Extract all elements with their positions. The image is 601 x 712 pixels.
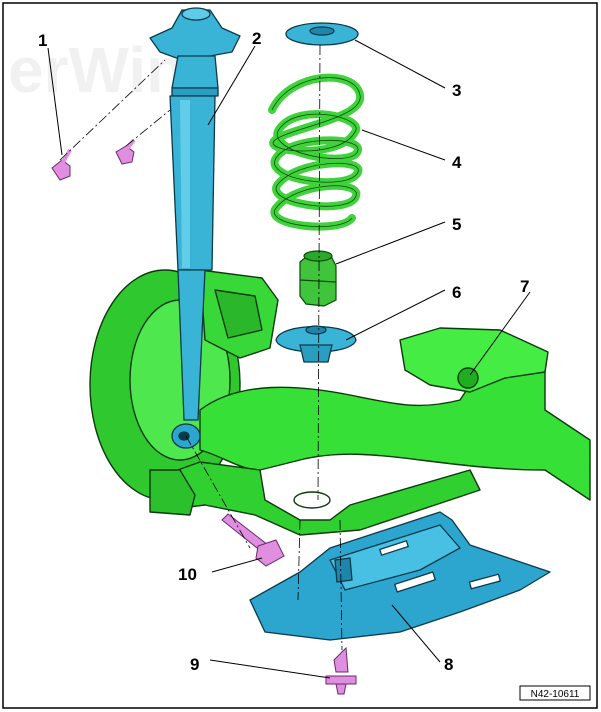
bolt-upper-left bbox=[51, 149, 72, 181]
shock-top-mount bbox=[149, 9, 241, 61]
callout-8: 8 bbox=[444, 655, 453, 674]
bump-stop bbox=[299, 250, 337, 307]
callout-10: 10 bbox=[178, 565, 197, 584]
leader-lines bbox=[47, 39, 531, 679]
underbody-panel bbox=[249, 511, 551, 641]
callout-6: 6 bbox=[452, 283, 461, 302]
callout-5: 5 bbox=[452, 215, 461, 234]
reference-code: N42-10611 bbox=[531, 689, 580, 700]
shock-lower-bracket bbox=[149, 469, 196, 516]
reference-code-box: N42-10611 bbox=[519, 685, 591, 701]
shock-body bbox=[169, 95, 216, 271]
callout-4: 4 bbox=[452, 153, 462, 172]
rear-axle-beam bbox=[89, 269, 591, 536]
bolt-upper-second bbox=[115, 138, 136, 165]
lower-spring-seat bbox=[275, 325, 357, 363]
panel-clip bbox=[325, 646, 357, 695]
coil-spring bbox=[268, 73, 364, 231]
shock-absorber bbox=[149, 7, 241, 449]
upper-spring-seat bbox=[285, 22, 359, 46]
axle-crossbeam bbox=[199, 359, 591, 501]
callout-1: 1 bbox=[38, 31, 47, 50]
axle-bracket bbox=[399, 327, 549, 393]
spring-pocket bbox=[293, 491, 331, 509]
callout-7: 7 bbox=[520, 277, 529, 296]
callout-3: 3 bbox=[452, 81, 461, 100]
assembly-center-lines bbox=[59, 44, 343, 651]
callout-2: 2 bbox=[252, 29, 261, 48]
trailing-arm bbox=[149, 461, 481, 536]
callout-9: 9 bbox=[190, 655, 199, 674]
lower-mounting-bolt bbox=[221, 513, 285, 567]
